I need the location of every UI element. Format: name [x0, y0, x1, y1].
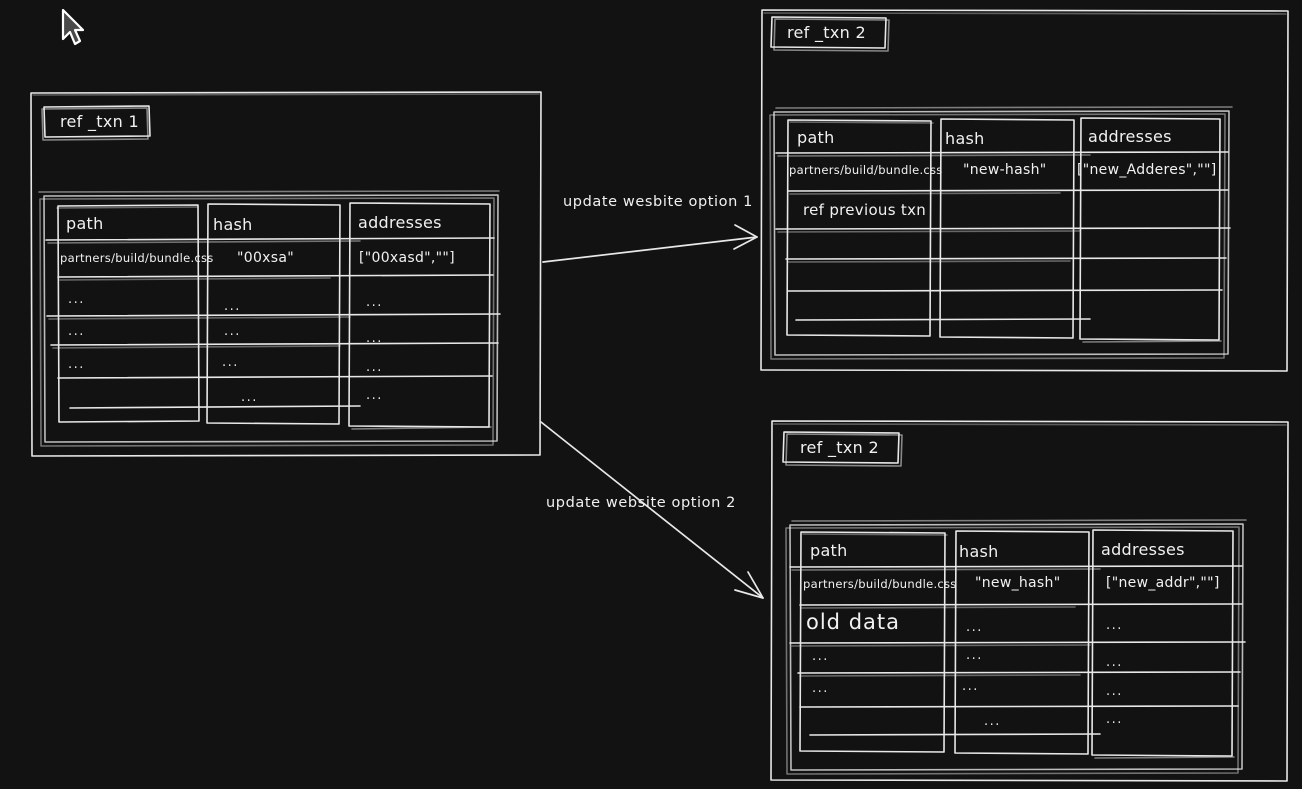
edge-label-option-2: update website option 2 — [546, 495, 736, 511]
column-header-addresses-txn1: addresses — [358, 213, 442, 232]
cell-path-txn2-option1-r0: partners/build/bundle.css — [789, 163, 943, 177]
edge-label-option-1: update wesbite option 1 — [563, 194, 753, 210]
column-header-path-txn2-option2: path — [810, 541, 848, 560]
cell-path-txn2-option2-r1: old data — [806, 610, 900, 634]
cell-addresses-txn1-r2: ... — [366, 331, 383, 346]
cell-hash-txn1-r4: ... — [241, 390, 258, 405]
cell-addresses-txn2-option2-r4: ... — [1106, 712, 1123, 727]
cell-hash-txn2-option1-r0: "new-hash" — [963, 162, 1047, 178]
box-title-txn2-option1: ref _txn 2 — [787, 23, 866, 42]
column-header-hash-txn2-option2: hash — [959, 542, 999, 561]
column-header-path-txn2-option1: path — [797, 128, 835, 147]
cell-addresses-txn1-r0: ["00xasd",""] — [359, 250, 455, 266]
column-header-hash-txn1: hash — [213, 215, 253, 234]
cell-addresses-txn2-option2-r2: ... — [1106, 655, 1123, 670]
column-header-addresses-txn2-option2: addresses — [1101, 540, 1185, 559]
cell-hash-txn1-r3: ... — [222, 355, 239, 370]
cell-path-txn1-r0: partners/build/bundle.css — [60, 251, 214, 265]
column-header-path-txn1: path — [66, 214, 104, 233]
cell-addresses-txn1-r3: ... — [366, 360, 383, 375]
cell-path-txn1-r2: ... — [68, 324, 85, 339]
cell-path-txn2-option2-r3: ... — [812, 681, 829, 696]
cell-addresses-txn2-option2-r3: ... — [1106, 684, 1123, 699]
cell-addresses-txn1-r4: ... — [366, 388, 383, 403]
box-title-txn1: ref _txn 1 — [60, 112, 139, 131]
cell-addresses-txn2-option2-r0: ["new_addr",""] — [1106, 575, 1220, 591]
column-header-hash-txn2-option1: hash — [945, 129, 985, 148]
cell-path-txn2-option2-r0: partners/build/bundle.css — [803, 577, 957, 591]
cell-hash-txn2-option2-r1: ... — [966, 620, 983, 635]
cell-hash-txn1-r2: ... — [224, 324, 241, 339]
column-header-addresses-txn2-option1: addresses — [1088, 127, 1172, 146]
cell-hash-txn2-option2-r2: ... — [966, 648, 983, 663]
mouse-pointer-icon — [61, 8, 85, 46]
cell-hash-txn2-option2-r4: ... — [984, 714, 1001, 729]
cell-hash-txn2-option2-r0: "new_hash" — [975, 575, 1061, 591]
cell-addresses-txn2-option1-r0: ["new_Adderes",""] — [1077, 162, 1217, 178]
cell-path-txn1-r3: ... — [68, 357, 85, 372]
cell-hash-txn1-r1: ... — [224, 299, 241, 314]
cell-path-txn2-option2-r2: ... — [812, 649, 829, 664]
box-title-txn2-option2: ref _txn 2 — [800, 438, 879, 457]
cell-addresses-txn1-r1: ... — [366, 295, 383, 310]
cell-path-txn1-r1: ... — [68, 292, 85, 307]
cell-addresses-txn2-option2-r1: ... — [1106, 618, 1123, 633]
cell-hash-txn1-r0: "00xsa" — [237, 250, 294, 266]
cell-hash-txn2-option2-r3: ... — [962, 679, 979, 694]
cell-path-txn2-option1-r1: ref previous txn — [803, 201, 927, 219]
